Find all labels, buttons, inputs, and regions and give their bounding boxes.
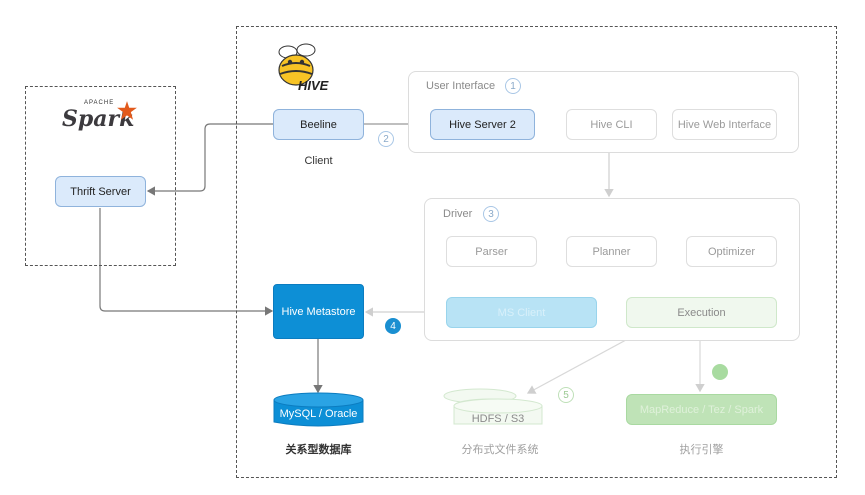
engine-caption: 执行引擎 — [679, 444, 724, 456]
step-4-badge: 4 — [385, 318, 401, 334]
step-5-badge: 5 — [558, 387, 574, 403]
hdfs-storage[interactable]: HDFS / S3 — [440, 384, 550, 430]
hive-web-interface-box[interactable]: Hive Web Interface — [672, 109, 777, 140]
optimizer-box[interactable]: Optimizer — [686, 236, 777, 267]
hdfs-name: HDFS / S3 — [471, 413, 525, 425]
step-1-badge: 1 — [505, 78, 521, 94]
thrift-to-metastore-line — [99, 208, 274, 316]
hdfs-caption: 分布式文件系统 — [461, 444, 539, 456]
hive-logo-text: HIVE — [298, 78, 329, 93]
thrift-server-box[interactable]: Thrift Server — [55, 176, 146, 207]
user-interface-title: User Interface — [426, 80, 496, 92]
database-caption: 关系型数据库 — [285, 444, 352, 456]
parser-box[interactable]: Parser — [446, 236, 537, 267]
hive-server-2-box[interactable]: Hive Server 2 — [430, 109, 535, 140]
database-icon — [273, 392, 364, 427]
client-label: Client — [304, 155, 333, 167]
hdfs-disks-icon — [443, 388, 543, 425]
beeline-box[interactable]: Beeline — [273, 109, 364, 140]
hive-bee-icon — [278, 43, 316, 86]
step-2-badge: 2 — [378, 131, 394, 147]
execution-engine-box[interactable]: MapReduce / Tez / Spark — [626, 394, 777, 425]
hive-container — [236, 26, 837, 478]
spark-logo: APACHE Spark — [62, 100, 142, 138]
planner-box[interactable]: Planner — [566, 236, 657, 267]
execution-box[interactable]: Execution — [626, 297, 777, 328]
ms-client-box[interactable]: MS Client — [446, 297, 597, 328]
spark-star-icon — [117, 101, 137, 120]
database-cylinder[interactable]: MySQL / Oracle — [273, 392, 364, 430]
hive-logo: HIVE — [268, 40, 330, 96]
step-3-badge: 3 — [483, 206, 499, 222]
spark-apache-text: APACHE — [84, 100, 115, 106]
hive-metastore-box[interactable]: Hive Metastore — [273, 284, 364, 339]
driver-title: Driver — [443, 208, 473, 220]
step-6-dot — [712, 364, 728, 380]
database-name: MySQL / Oracle — [279, 408, 358, 420]
hive-cli-box[interactable]: Hive CLI — [566, 109, 657, 140]
beeline-to-thrift-line — [146, 123, 273, 196]
spark-container — [25, 86, 176, 266]
